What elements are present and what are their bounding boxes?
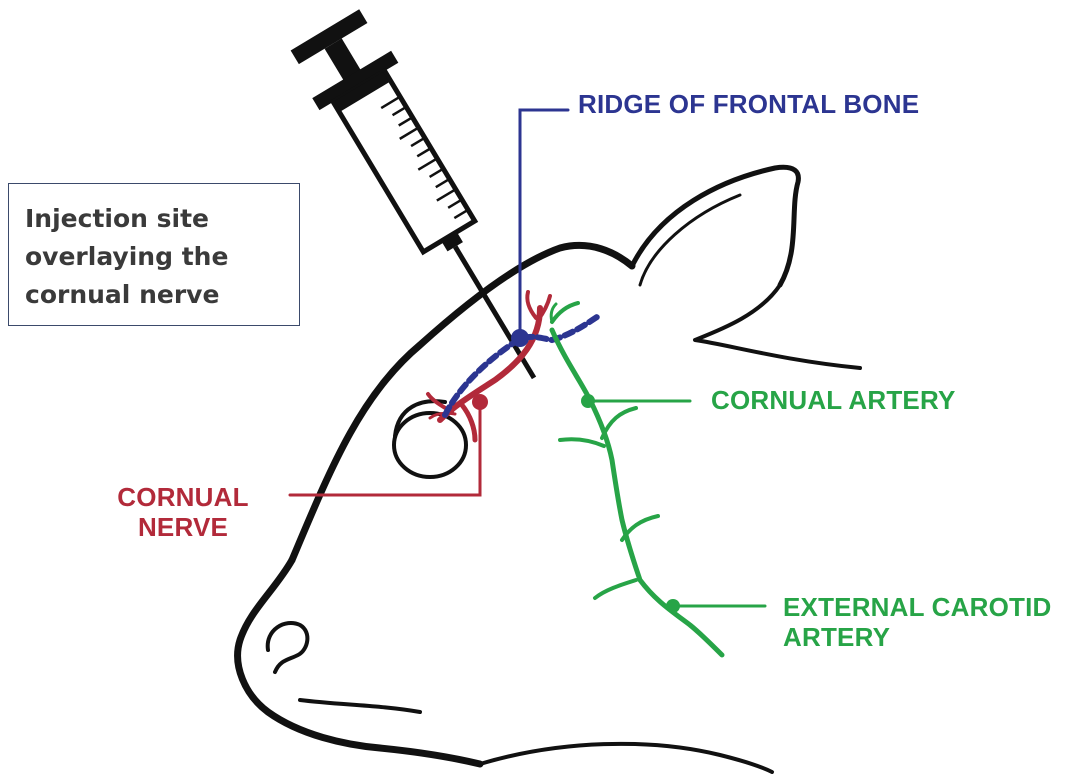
injection-site-callout: Injection site overlaying the cornual ne…: [8, 183, 300, 326]
cornual-artery-label-text: CORNUAL ARTERY: [711, 385, 956, 415]
ridge-label-text: RIDGE OF FRONTAL BONE: [578, 89, 919, 119]
cornual-nerve-label-line-1: CORNUAL: [108, 482, 258, 512]
carotid-label-line-2: ARTERY: [783, 622, 1052, 652]
cornual-artery: [551, 303, 765, 655]
ridge-of-frontal-bone-label: RIDGE OF FRONTAL BONE: [578, 89, 919, 119]
calf-head-outline: [238, 167, 860, 772]
cornual-nerve: [290, 292, 550, 495]
carotid-label-line-1: EXTERNAL CAROTID: [783, 592, 1052, 622]
callout-line-3: cornual nerve: [25, 276, 299, 314]
external-carotid-artery-label: EXTERNAL CAROTID ARTERY: [783, 592, 1052, 652]
cornual-artery-label: CORNUAL ARTERY: [711, 385, 956, 415]
cornual-nerve-label: CORNUAL NERVE: [108, 482, 258, 542]
cornual-nerve-label-line-2: NERVE: [108, 512, 258, 542]
callout-line-1: Injection site: [25, 200, 299, 238]
callout-line-2: overlaying the: [25, 238, 299, 276]
